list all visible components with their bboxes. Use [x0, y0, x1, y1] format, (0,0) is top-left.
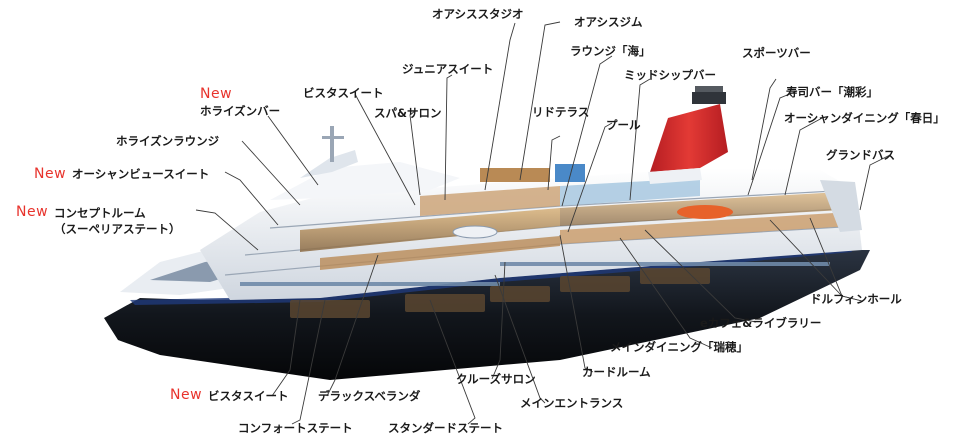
label-ocean-dining: オーシャンダイニング「春日」	[784, 111, 945, 125]
leader-lines	[195, 21, 891, 425]
label-lounge-umi: ラウンジ「海」	[570, 44, 651, 58]
label-sushi-bar: 寿司バー「潮彩」	[786, 85, 878, 99]
label-lido-terrace: リドテラス	[532, 105, 590, 119]
label-vista-suite-bottom: ビスタスイート	[208, 389, 289, 403]
new-badge-ocean-view-suite: New	[34, 166, 67, 182]
lifeboat	[452, 205, 733, 239]
label-midship-bar: ミッドシップバー	[624, 68, 716, 82]
label-main-entrance: メインエントランス	[520, 396, 624, 410]
label-junior-suite: ジュニアスイート	[402, 62, 494, 76]
label-oasis-gym: オアシスジム	[574, 15, 643, 29]
lower-cabins	[290, 268, 710, 318]
label-deluxe-veranda: デラックスベランダ	[318, 389, 421, 403]
new-badge-horizon-bar: New	[200, 86, 233, 102]
label-standard-state: スタンダードステート	[388, 421, 503, 435]
label-vista-suite-top: ビスタスイート	[303, 86, 384, 100]
new-badge-vista-suite-bottom: New	[170, 387, 203, 403]
label-cruise-salon: クルーズサロン	[456, 372, 536, 386]
label-spa-salon: スパ&サロン	[374, 106, 442, 120]
label-oasis-studio: オアシススタジオ	[432, 7, 524, 21]
bridge-deck	[270, 126, 585, 200]
label-horizon-bar: ホライズンバー	[200, 104, 281, 118]
label-concept-room-sub: （スーペリアステート）	[54, 222, 181, 236]
label-grand-bath: グランドバス	[826, 148, 895, 162]
label-pool: プール	[606, 118, 641, 132]
label-card-room: カードルーム	[582, 365, 651, 379]
new-badge-concept-room: New	[16, 204, 49, 220]
label-horizon-lounge: ホライズンラウンジ	[116, 134, 220, 148]
ship-superstructure	[200, 168, 862, 300]
label-e-cafe: eカフェ&ライブラリー	[700, 316, 822, 330]
label-ocean-view-suite: オーシャンビュースイート	[72, 167, 210, 181]
label-main-dining: メインダイニング「瑞穂」	[610, 340, 748, 354]
label-comfort-state: コンフォートステート	[238, 421, 353, 435]
funnel	[648, 86, 728, 184]
label-sports-bar: スポーツバー	[742, 46, 811, 60]
label-concept-room: コンセプトルーム	[54, 206, 146, 220]
label-dolphin-hall: ドルフィンホール	[810, 292, 902, 306]
